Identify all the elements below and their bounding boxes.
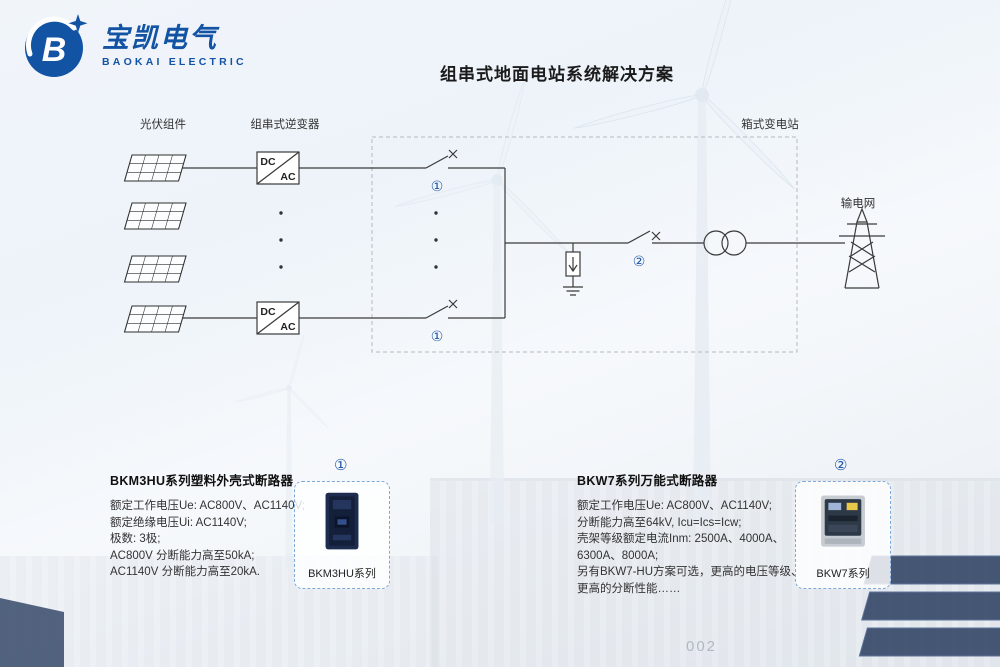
inverter-ac-label: AC: [280, 321, 296, 333]
main-bus: ②: [504, 168, 885, 318]
label-transmission-grid: 输电网: [841, 196, 876, 210]
solar-panel-icon: [123, 202, 187, 230]
page-title: 组串式地面电站系统解决方案: [440, 65, 674, 84]
brand-logo-text: 宝凯电气 BAOKAI ELECTRIC: [102, 23, 247, 68]
svg-text:B: B: [42, 31, 67, 69]
transformer-icon: [703, 230, 747, 256]
breaker-switch-icon: [425, 155, 449, 169]
marker-1: ①: [431, 328, 444, 344]
surge-arrester-icon: [563, 243, 583, 296]
solar-panel-icon: [123, 255, 187, 283]
product-caption-bkw7: BKW7系列: [816, 568, 870, 580]
background-solar-field-left: [0, 598, 64, 667]
product-card-bkm3hu: BKM3HU系列: [294, 481, 390, 589]
product-spec-line: 另有BKW7-HU方案可选，更高的电压等级、: [577, 566, 803, 578]
product-spec-line: 额定工作电压Ue: AC800V、AC1140V;: [110, 500, 305, 512]
product-bkw7-description: BKW7系列万能式断路器 额定工作电压Ue: AC800V、AC1140V; 分…: [577, 470, 812, 597]
inverter-ac-label: AC: [280, 171, 296, 183]
marker-2: ②: [633, 253, 646, 269]
string-branch-bottom: DC AC ①: [182, 299, 505, 344]
label-pv-modules: 光伏组件: [140, 117, 186, 131]
product-spec-line: AC1140V 分断能力高至20kA.: [110, 566, 260, 578]
brand-logo-icon: B: [25, 14, 88, 77]
label-string-inverter: 组串式逆变器: [251, 117, 320, 131]
brand-name-cn: 宝凯电气: [102, 23, 218, 54]
product-spec-line: 6300A、8000A;: [577, 549, 659, 562]
product-spec-line: 分断能力高至64kV, Icu=Ics=Icw;: [577, 516, 742, 529]
main-breaker-switch-icon: [627, 230, 704, 244]
marker-2-badge: ②: [834, 457, 848, 474]
substation-boundary: [371, 136, 798, 353]
product-spec-line: AC800V 分断能力高至50kA;: [110, 549, 255, 562]
background-container-code: 002: [686, 638, 718, 655]
marker-1-badge: ①: [334, 457, 348, 474]
product-spec-line: 极数: 3极;: [110, 533, 161, 545]
ellipsis-dots: [279, 211, 438, 269]
background-solar-field-right: [858, 555, 1000, 657]
marker-1: ①: [431, 178, 444, 194]
solar-panel-icon: [123, 154, 187, 182]
inverter-dc-label: DC: [260, 306, 276, 318]
brand-name-en: BAOKAI ELECTRIC: [102, 55, 247, 68]
brand-logo: B 宝凯电气 BAOKAI ELECTRIC: [20, 12, 247, 80]
inverter-dc-label: DC: [260, 156, 276, 168]
product-card-bkw7: BKW7系列: [795, 481, 891, 589]
product-spec-line: 额定绝缘电压Ui: AC1140V;: [110, 516, 247, 529]
product-bkw7-title: BKW7系列万能式断路器: [577, 474, 718, 488]
string-branch-top: DC AC ①: [182, 149, 505, 194]
product-spec-line: 更高的分断性能……: [577, 582, 681, 595]
product-spec-line: 壳架等级额定电流Inm: 2500A、4000A、: [577, 533, 785, 545]
bkw7-breaker-image: [821, 495, 865, 547]
product-bkm3hu-description: BKM3HU系列塑料外壳式断路器 额定工作电压Ue: AC800V、AC1140…: [110, 470, 345, 581]
solar-panel-icon: [123, 305, 187, 333]
label-box-substation: 箱式变电站: [741, 117, 799, 131]
bkm3hu-breaker-image: [325, 492, 359, 550]
transmission-tower-icon: [839, 207, 885, 289]
product-spec-line: 额定工作电压Ue: AC800V、AC1140V;: [577, 500, 772, 512]
breaker-switch-icon: [425, 305, 449, 319]
product-caption-bkm3hu: BKM3HU系列: [308, 568, 376, 580]
product-bkm3hu-title: BKM3HU系列塑料外壳式断路器: [110, 474, 294, 488]
